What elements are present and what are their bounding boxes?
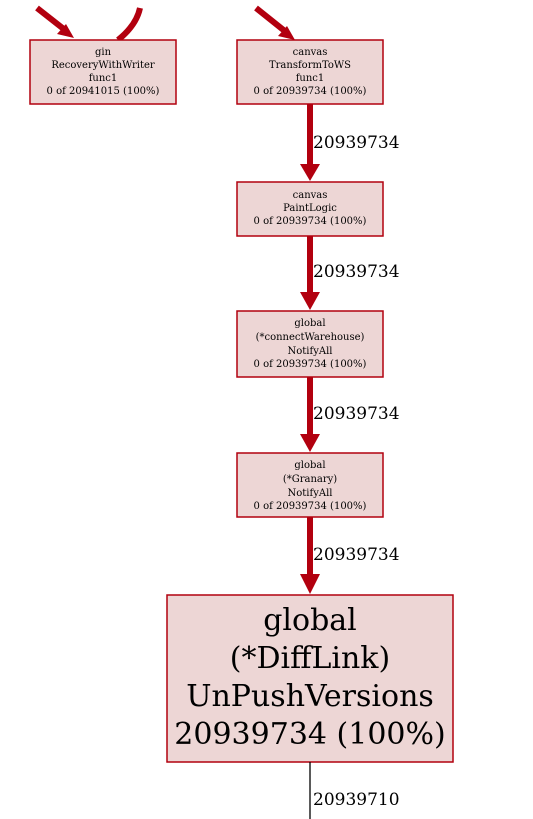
node-label-line: 0 of 20941015 (100%) — [47, 86, 160, 97]
edge-connect-warehouse-to-granary[interactable]: 20939734 — [300, 377, 400, 452]
edge-difflink-outgoing[interactable]: 20939710 — [309, 762, 400, 819]
node-global-granary-notify-all[interactable]: global (*Granary) NotifyAll 0 of 2093973… — [236, 452, 384, 518]
incoming-edge-gin — [35, 5, 143, 43]
node-label-line: 0 of 20939734 (100%) — [254, 359, 367, 370]
node-gin-recovery-with-writer[interactable]: gin RecoveryWithWriter func1 0 of 209410… — [29, 39, 177, 105]
node-label-line: UnPushVersions — [186, 679, 434, 714]
node-label-line: 0 of 20939734 (100%) — [254, 216, 367, 227]
edge-weight-label: 20939734 — [313, 262, 400, 282]
node-label-line: canvas — [293, 190, 328, 201]
node-global-difflink-unpush-versions[interactable]: global (*DiffLink) UnPushVersions 209397… — [166, 594, 454, 763]
node-label-line: global — [294, 460, 325, 471]
edge-granary-to-difflink[interactable]: 20939734 — [300, 517, 400, 594]
edge-transform-to-paint[interactable]: 20939734 — [300, 104, 400, 181]
node-label-line: func1 — [89, 73, 118, 84]
node-label-line: gin — [95, 47, 112, 58]
edge-paint-to-connect-warehouse[interactable]: 20939734 — [300, 236, 400, 310]
node-label-line: NotifyAll — [288, 488, 333, 499]
node-label-line: (*DiffLink) — [230, 641, 390, 676]
node-label-line: 20939734 (100%) — [174, 717, 445, 752]
node-label-line: canvas — [293, 47, 328, 58]
node-canvas-paint-logic[interactable]: canvas PaintLogic 0 of 20939734 (100%) — [236, 181, 384, 237]
node-label-line: NotifyAll — [288, 346, 333, 357]
node-canvas-transform-to-ws[interactable]: canvas TransformToWS func1 0 of 20939734… — [236, 39, 384, 105]
node-label-line: PaintLogic — [283, 203, 337, 214]
node-global-connect-warehouse-notify-all[interactable]: global (*connectWarehouse) NotifyAll 0 o… — [236, 310, 384, 378]
node-label-line: 0 of 20939734 (100%) — [254, 501, 367, 512]
node-label-line: TransformToWS — [269, 60, 351, 71]
node-label-line: (*Granary) — [283, 474, 337, 485]
node-label-line: global — [294, 318, 325, 329]
node-label-line: global — [263, 603, 357, 638]
node-label-line: 0 of 20939734 (100%) — [254, 86, 367, 97]
incoming-edge-canvas-transform — [254, 5, 295, 40]
edge-weight-label: 20939734 — [313, 133, 400, 153]
edge-weight-label: 20939710 — [313, 790, 400, 810]
node-label-line: (*connectWarehouse) — [256, 332, 365, 343]
edge-weight-label: 20939734 — [313, 404, 400, 424]
edge-weight-label: 20939734 — [313, 545, 400, 565]
node-label-line: RecoveryWithWriter — [51, 60, 155, 71]
node-label-line: func1 — [296, 73, 325, 84]
